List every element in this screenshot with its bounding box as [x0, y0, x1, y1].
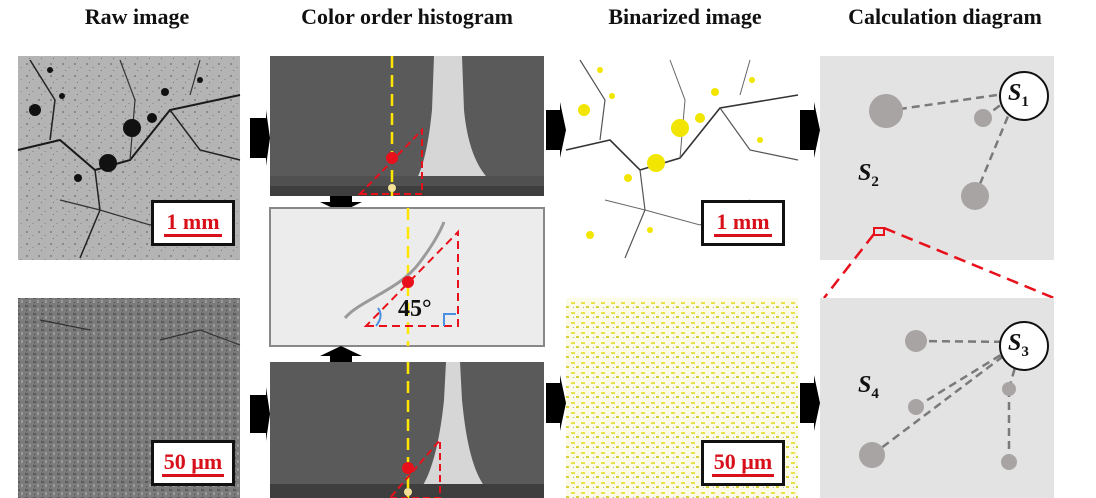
zoom-line-right [883, 226, 1055, 300]
calculation-diagram-bottom [820, 298, 1054, 498]
s2-label: S2 [858, 160, 879, 190]
arrow-down [320, 196, 362, 212]
zoom-marker [873, 227, 885, 236]
s4-label: S4 [858, 372, 879, 402]
scale-bar-label: 1 mm [714, 209, 772, 237]
title-color-order-histogram: Color order histogram [301, 4, 513, 29]
arrow-right-5 [546, 375, 566, 431]
title-calculation-diagram: Calculation diagram [848, 4, 1042, 29]
arrow-right-6 [800, 375, 820, 431]
calculation-diagram-top [820, 56, 1054, 260]
zoom-box [269, 207, 545, 347]
title-raw-image: Raw image [84, 4, 190, 29]
angle-label: 45° [398, 296, 432, 322]
scale-bar-raw-top: 1 mm [151, 200, 235, 246]
title-binarized-image: Binarized image [608, 4, 762, 29]
arrow-up [320, 346, 362, 362]
scale-bar-raw-bottom: 50 µm [151, 440, 235, 486]
histogram-bottom [270, 362, 544, 498]
scale-bar-binarized-top: 1 mm [701, 200, 785, 246]
s3-label: S3 [1008, 330, 1029, 360]
zoom-line-left [823, 233, 875, 299]
scale-bar-label: 1 mm [164, 209, 222, 237]
scale-bar-label: 50 µm [711, 449, 775, 477]
arrow-right-1 [250, 110, 270, 166]
scale-bar-binarized-bottom: 50 µm [701, 440, 785, 486]
histogram-top [270, 56, 544, 196]
s1-label: S1 [1008, 80, 1029, 110]
scale-bar-label: 50 µm [161, 449, 225, 477]
arrow-right-4 [250, 387, 270, 441]
arrow-right-3 [800, 102, 820, 158]
arrow-right-2 [546, 102, 566, 158]
